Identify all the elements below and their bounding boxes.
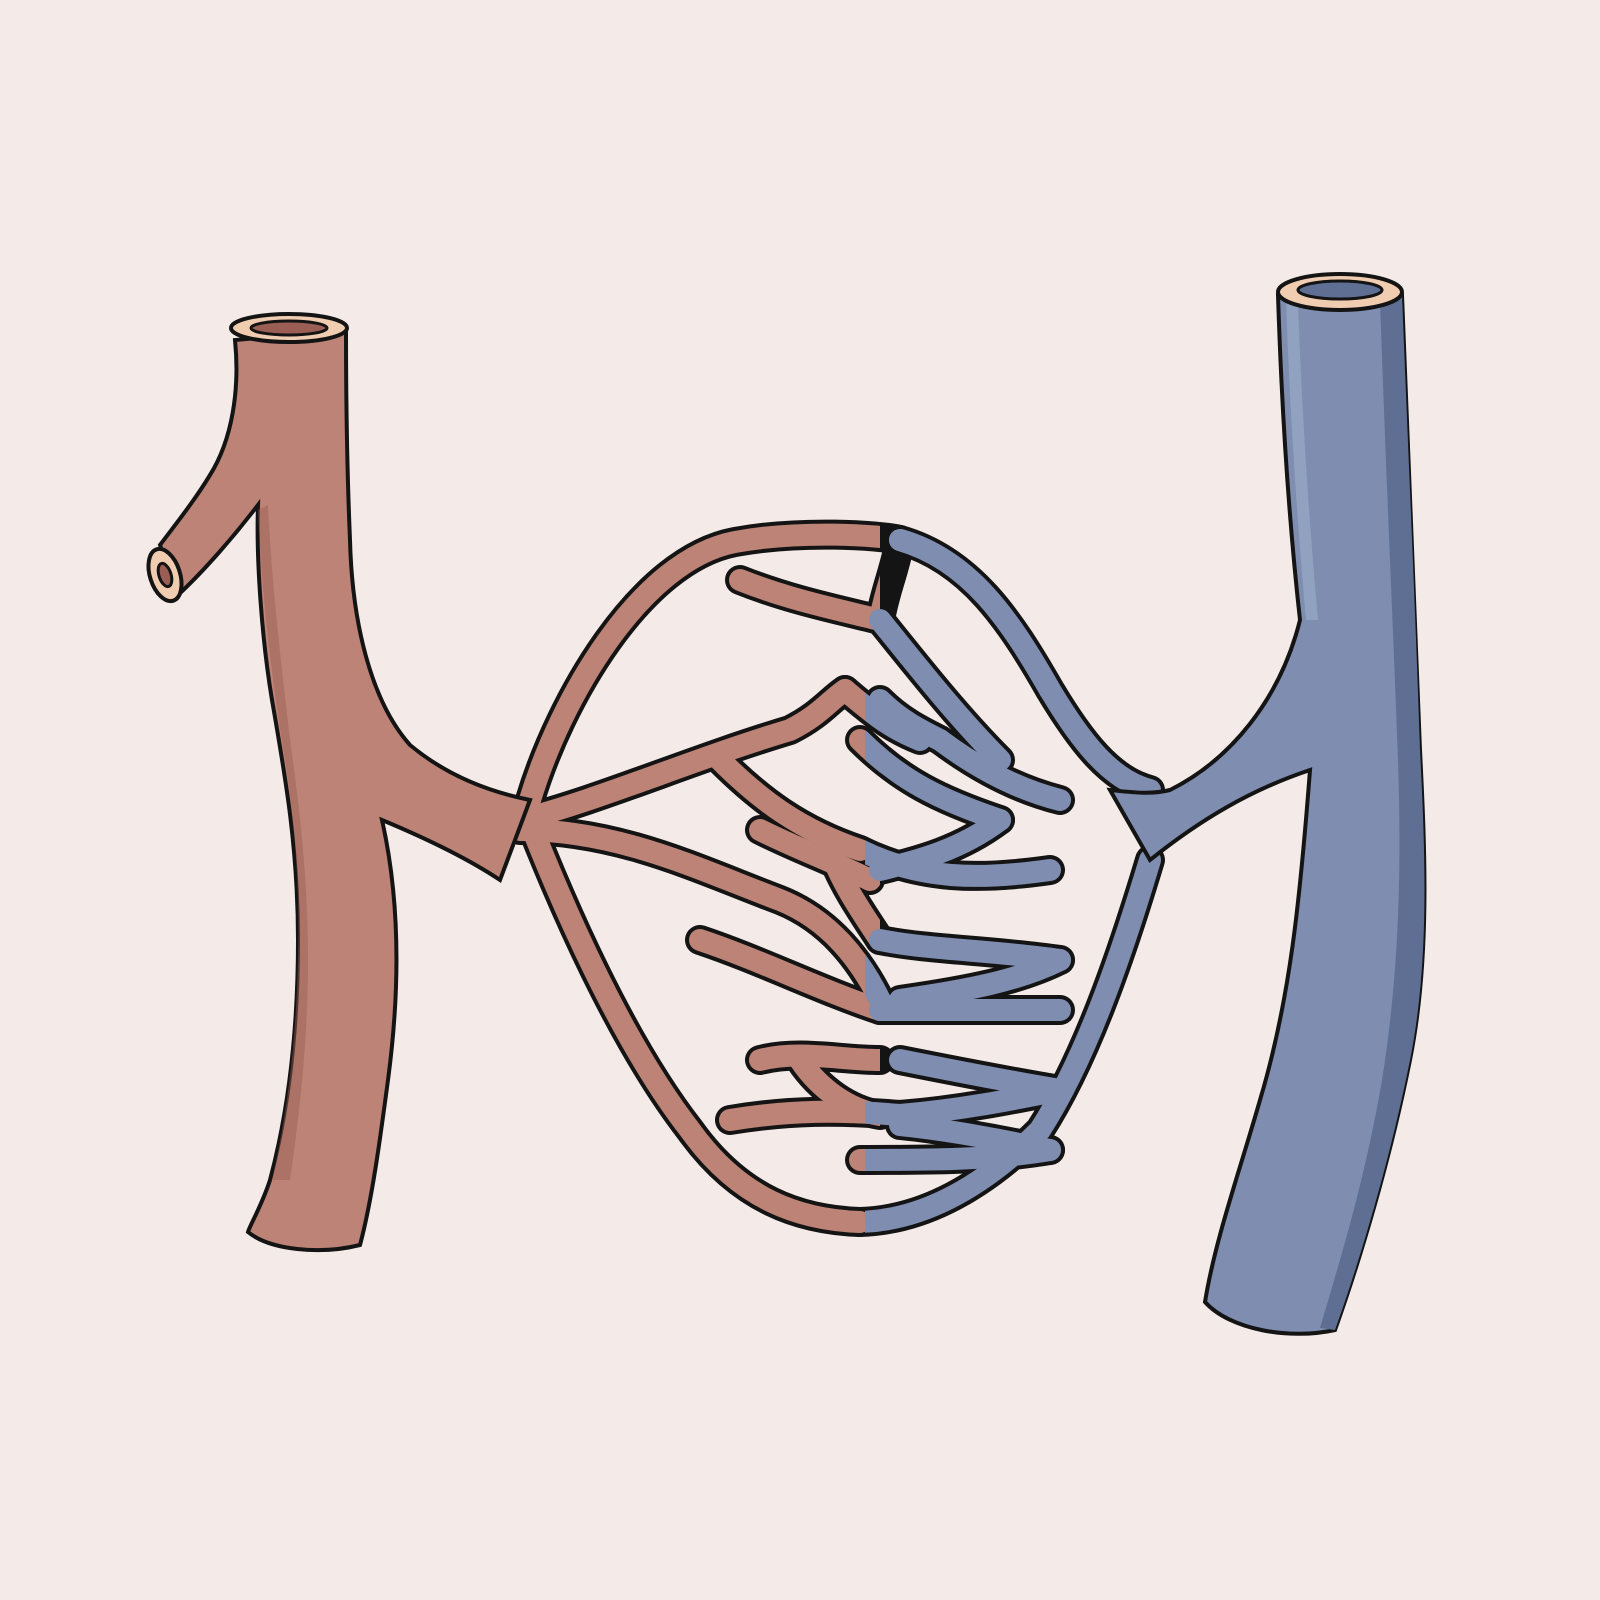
artery-shading [258,505,308,1180]
arteriole-capillaries [509,523,880,1233]
artery-icon [146,312,533,1253]
venule-capillaries [865,529,1161,1233]
vein-highlight [1286,300,1318,620]
artery-body [157,327,533,1253]
artery-lumen [249,319,329,337]
arteriole-lumen [156,561,174,589]
vein-shading [1320,295,1425,1330]
capillary-bed-icon [505,519,1165,1237]
vein-lumen [1296,279,1384,301]
vein-icon [1106,272,1427,1336]
